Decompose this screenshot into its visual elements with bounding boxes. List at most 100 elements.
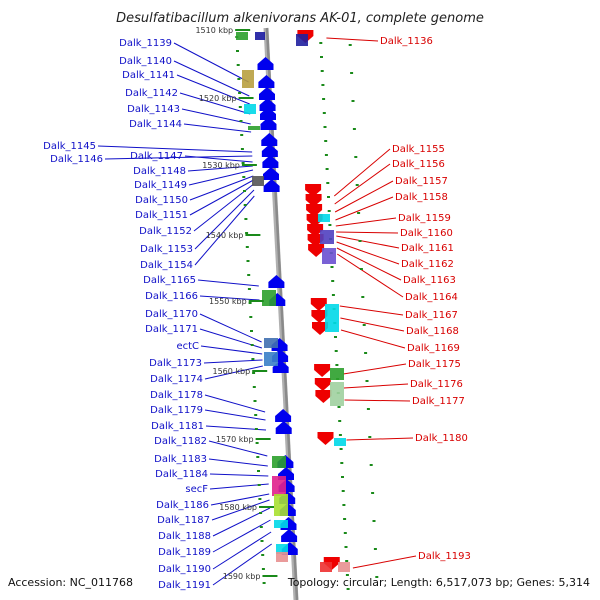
forward-gene-labels[interactable]: Dalk_1139Dalk_1140Dalk_1141Dalk_1142Dalk…	[43, 38, 211, 591]
reverse-gene-label[interactable]: Dalk_1193	[418, 551, 471, 562]
reverse-gene-label[interactable]: Dalk_1168	[406, 326, 459, 337]
tick-mark	[368, 436, 372, 438]
reverse-gene-label[interactable]: Dalk_1161	[401, 243, 454, 254]
callout-line	[209, 473, 269, 477]
callout-line	[212, 531, 272, 570]
callout-line	[336, 241, 400, 265]
tick-mark	[331, 280, 335, 282]
reverse-gene-label[interactable]: Dalk_1167	[405, 310, 458, 321]
reverse-gene-label[interactable]: Dalk_1169	[407, 343, 460, 354]
forward-gene-label[interactable]: Dalk_1151	[135, 210, 188, 221]
forward-gene-label[interactable]: Dalk_1183	[154, 454, 207, 465]
callout-line	[204, 409, 266, 421]
callout-line	[336, 235, 400, 249]
forward-gene-label[interactable]: Dalk_1139	[119, 38, 172, 49]
callout-line	[181, 108, 251, 125]
forward-gene-label[interactable]: Dalk_1190	[158, 564, 211, 575]
forward-gene-label[interactable]: Dalk_1141	[122, 70, 175, 81]
reverse-gene-label[interactable]: Dalk_1157	[395, 176, 448, 187]
forward-gene-label[interactable]: secF	[185, 484, 208, 495]
tick-mark	[346, 588, 350, 590]
tick-mark	[240, 148, 244, 150]
forward-gene-label[interactable]: Dalk_1146	[50, 154, 103, 165]
reverse-gene-label[interactable]: Dalk_1163	[403, 275, 456, 286]
reverse-gene-arrow	[305, 194, 322, 207]
forward-gene-label[interactable]: Dalk_1170	[145, 309, 198, 320]
forward-gene-label[interactable]: Dalk_1187	[157, 515, 210, 526]
callout-line	[183, 123, 252, 133]
forward-gene-label[interactable]: Dalk_1173	[149, 358, 202, 369]
forward-gene-label[interactable]: Dalk_1145	[43, 141, 96, 152]
forward-gene-label[interactable]: Dalk_1148	[133, 166, 186, 177]
annotation-box	[322, 248, 336, 264]
tick-mark	[369, 464, 373, 466]
reverse-gene-label[interactable]: Dalk_1180	[415, 433, 468, 444]
callout-line	[173, 42, 249, 83]
scale-label: 1540 kbp	[206, 231, 244, 240]
forward-gene-label[interactable]: ectC	[176, 341, 199, 352]
reverse-gene-label[interactable]: Dalk_1158	[395, 192, 448, 203]
tick-mark	[337, 406, 341, 408]
tick-mark	[252, 386, 256, 388]
annotation-box	[262, 290, 276, 306]
tick-mark	[344, 546, 348, 548]
gene-features	[236, 30, 350, 572]
tick-mark	[355, 184, 359, 186]
forward-gene-label[interactable]: Dalk_1150	[135, 195, 188, 206]
callout-line	[194, 195, 255, 266]
forward-gene-label[interactable]: Dalk_1186	[156, 500, 209, 511]
tick-mark	[372, 520, 376, 522]
reverse-gene-label[interactable]: Dalk_1136	[380, 36, 433, 47]
forward-gene-label[interactable]: Dalk_1142	[125, 88, 178, 99]
annotation-box	[252, 176, 264, 186]
forward-gene-label[interactable]: Dalk_1152	[139, 226, 192, 237]
reverse-gene-label[interactable]: Dalk_1159	[398, 213, 451, 224]
forward-gene-label[interactable]: Dalk_1174	[150, 374, 203, 385]
callout-line	[336, 231, 399, 234]
reverse-gene-labels[interactable]: Dalk_1136Dalk_1155Dalk_1156Dalk_1157Dalk…	[380, 36, 471, 562]
scale-label: 1590 kbp	[223, 572, 261, 581]
annotation-box	[276, 552, 288, 562]
callout-line	[97, 145, 253, 153]
forward-gene-label[interactable]: Dalk_1165	[143, 275, 196, 286]
tick-mark	[255, 442, 259, 444]
forward-gene-label[interactable]: Dalk_1140	[119, 56, 172, 67]
annotation-box	[264, 352, 278, 366]
forward-gene-arrow	[261, 144, 278, 157]
forward-gene-label[interactable]: Dalk_1154	[140, 260, 193, 271]
forward-gene-label[interactable]: Dalk_1182	[154, 436, 207, 447]
forward-gene-label[interactable]: Dalk_1189	[158, 547, 211, 558]
forward-gene-label[interactable]: Dalk_1143	[127, 104, 180, 115]
forward-gene-label[interactable]: Dalk_1171	[145, 324, 198, 335]
reverse-gene-label[interactable]: Dalk_1164	[405, 292, 458, 303]
reverse-gene-label[interactable]: Dalk_1176	[410, 379, 463, 390]
tick-mark	[251, 358, 255, 360]
reverse-gene-label[interactable]: Dalk_1160	[400, 228, 453, 239]
annotation-box	[320, 230, 334, 244]
tick-mark	[244, 218, 248, 220]
reverse-gene-label[interactable]: Dalk_1162	[401, 259, 454, 270]
forward-gene-label[interactable]: Dalk_1178	[150, 390, 203, 401]
tick-mark	[240, 134, 244, 136]
callout-line	[333, 148, 391, 197]
tick-mark	[252, 372, 256, 374]
tick-mark	[254, 428, 258, 430]
forward-gene-label[interactable]: Dalk_1188	[158, 531, 211, 542]
forward-gene-label[interactable]: Dalk_1184	[155, 469, 208, 480]
annotation-box	[318, 214, 330, 222]
reverse-gene-label[interactable]: Dalk_1155	[392, 144, 445, 155]
forward-gene-label[interactable]: Dalk_1147	[130, 151, 183, 162]
reverse-gene-label[interactable]: Dalk_1156	[392, 159, 445, 170]
forward-gene-label[interactable]: Dalk_1144	[129, 119, 182, 130]
reverse-gene-label[interactable]: Dalk_1175	[408, 359, 461, 370]
forward-gene-arrow	[257, 57, 274, 70]
forward-gene-label[interactable]: Dalk_1181	[151, 421, 204, 432]
reverse-gene-arrow	[315, 390, 332, 403]
forward-gene-label[interactable]: Dalk_1153	[140, 244, 193, 255]
forward-gene-label[interactable]: Dalk_1191	[158, 580, 211, 591]
forward-gene-label[interactable]: Dalk_1166	[145, 291, 198, 302]
forward-gene-label[interactable]: Dalk_1179	[150, 405, 203, 416]
forward-gene-label[interactable]: Dalk_1149	[134, 180, 187, 191]
tick-mark	[238, 106, 242, 108]
reverse-gene-label[interactable]: Dalk_1177	[412, 396, 465, 407]
